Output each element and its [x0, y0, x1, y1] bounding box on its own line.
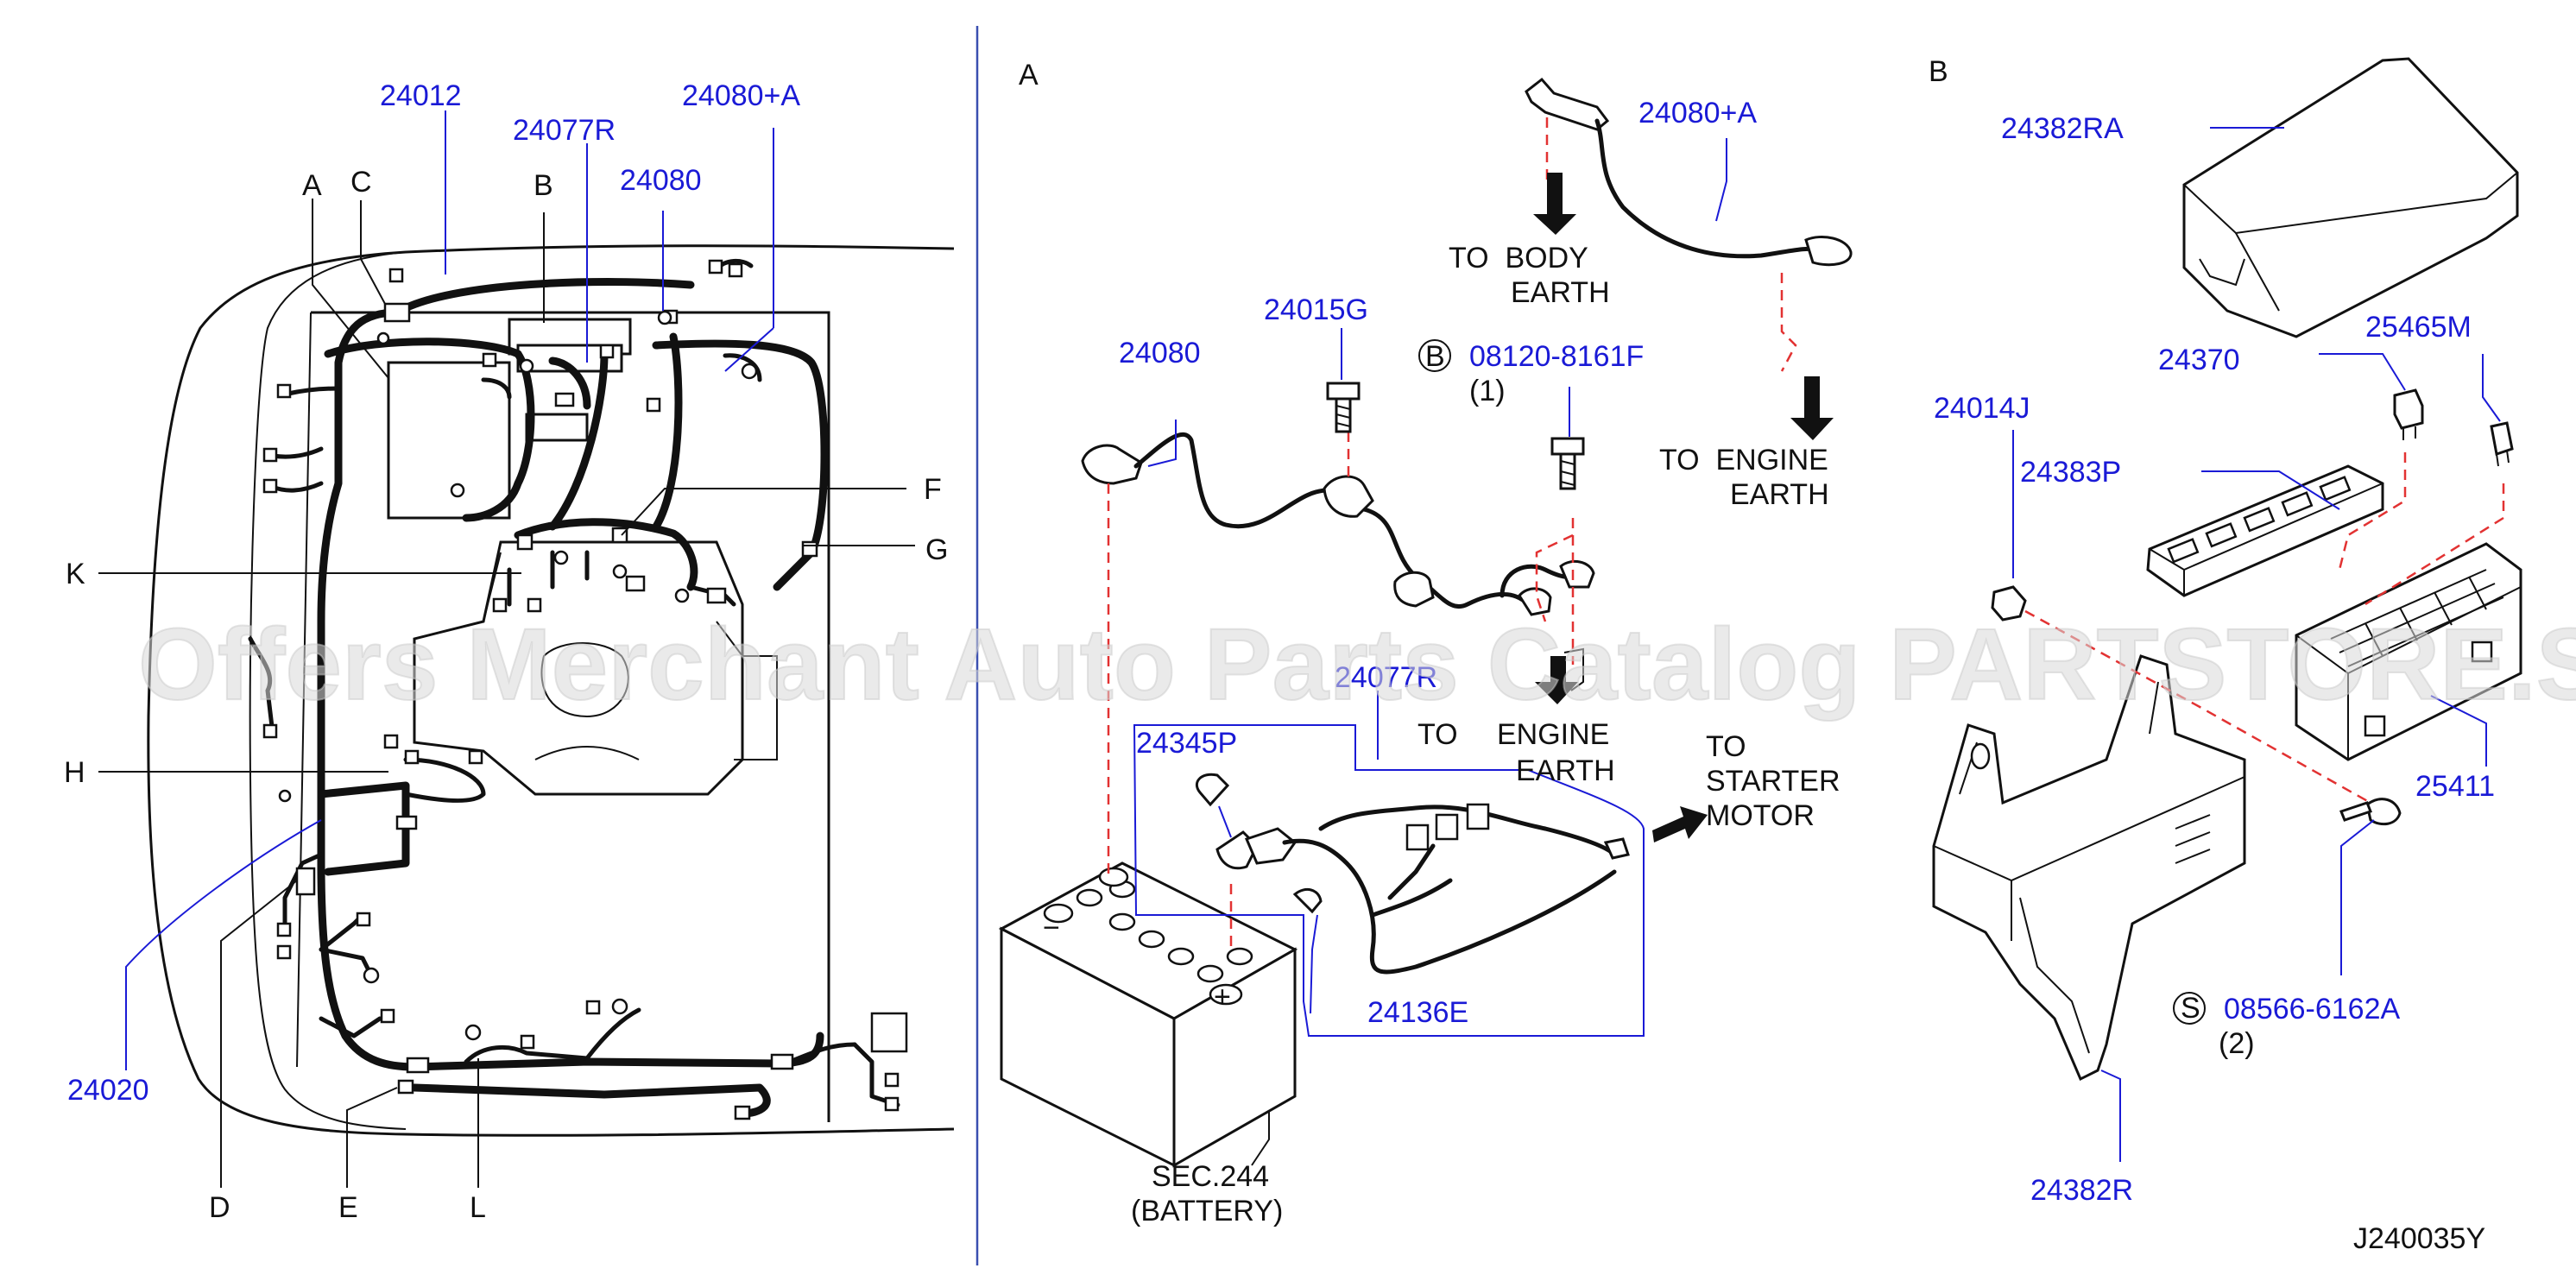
circle-b-letter: B [1425, 340, 1445, 373]
label-24080: 24080 [620, 164, 702, 197]
label-24020: 24020 [67, 1074, 149, 1107]
bolt-08120 [1550, 437, 1585, 490]
label-24077R: 24077R [513, 114, 616, 147]
battery-caps [1043, 867, 1253, 1006]
battery-ref-line2: (BATTERY) [1131, 1195, 1283, 1227]
left-panel-labels: 24012 24077R 24080+A 24080 24020 A C B F… [64, 79, 948, 1224]
label-08566-6162a: 08566-6162A [2224, 993, 2401, 1025]
letter-a: A [302, 169, 322, 202]
label-25465m: 25465M [2365, 311, 2472, 344]
watermark-text: Offers Merchant Auto Parts Catalog PARTS… [138, 608, 2576, 722]
to-engine-earth-2-to: TO [1417, 718, 1458, 751]
label-24383p: 24383P [2020, 456, 2121, 489]
to-starter-line3: MOTOR [1706, 799, 1815, 832]
circle-s-letter: S [2181, 992, 2200, 1025]
letter-f: F [924, 473, 942, 506]
label-25411: 25411 [2415, 770, 2495, 803]
label-24012: 24012 [380, 79, 462, 112]
label-24136e: 24136E [1367, 996, 1468, 1029]
to-starter-line2: STARTER [1706, 765, 1840, 798]
letter-k: K [66, 558, 85, 590]
svg-text:−: − [1043, 912, 1060, 944]
label-24014j: 24014J [1934, 392, 2030, 425]
label-24345p: 24345P [1136, 727, 1237, 760]
letter-l: L [470, 1191, 486, 1224]
label-24077r-panel-a: 24077R [1335, 661, 1437, 694]
label-08120-8161f: 08120-8161F [1469, 340, 1644, 373]
panel-a-labels: A 24080+A 24015G 24080 B 08120-8161F (1)… [1019, 59, 1840, 1227]
panel-b-drawing [1932, 57, 2522, 1162]
battery-ref-line1: SEC.244 [1152, 1160, 1269, 1193]
label-24382r: 24382R [2030, 1174, 2133, 1207]
to-starter-line1: TO [1706, 730, 1746, 763]
to-engine-earth-2-earth: EARTH [1516, 754, 1615, 787]
to-engine-earth-1-line2: EARTH [1730, 478, 1829, 511]
qty-08566: (2) [2219, 1027, 2255, 1060]
circle-b-marker [1418, 339, 1451, 372]
label-24370: 24370 [2158, 344, 2240, 376]
label-24015g: 24015G [1264, 293, 1368, 326]
drawing-id: J240035Y [2353, 1222, 2485, 1255]
panel-a-heading: A [1019, 59, 1039, 92]
to-engine-earth-1-line1: TO ENGINE [1659, 444, 1828, 476]
letter-g: G [925, 533, 948, 566]
connectors-24077r [1405, 803, 1490, 851]
panel-b-labels: B 24382RA 24370 25465M 24014J 24383P 254… [1929, 55, 2495, 1255]
panel-b-heading: B [1929, 55, 1948, 88]
letter-h: H [64, 756, 85, 789]
fuse-holder-slots [2167, 476, 2352, 564]
letter-d: D [209, 1191, 230, 1224]
to-body-earth-line1: TO BODY [1449, 242, 1588, 274]
panel-a-drawing: − + [998, 77, 1853, 1168]
label-24080a-panel-a: 24080+A [1638, 97, 1757, 129]
label-24080-panel-a: 24080 [1119, 337, 1201, 369]
letter-b: B [534, 169, 553, 202]
label-24382ra: 24382RA [2001, 112, 2124, 145]
label-24080A: 24080+A [682, 79, 800, 112]
svg-text:+: + [1214, 981, 1231, 1013]
letter-c: C [350, 166, 372, 199]
qty-08120: (1) [1469, 375, 1506, 407]
to-engine-earth-2-engine: ENGINE [1497, 718, 1609, 751]
circle-s-marker [2173, 992, 2206, 1025]
bolt-24015g [1326, 382, 1361, 433]
to-body-earth-line2: EARTH [1511, 276, 1610, 309]
left-panel-drawing [98, 110, 955, 1188]
letter-e: E [338, 1191, 358, 1224]
fuse-box-grid [2330, 569, 2504, 667]
